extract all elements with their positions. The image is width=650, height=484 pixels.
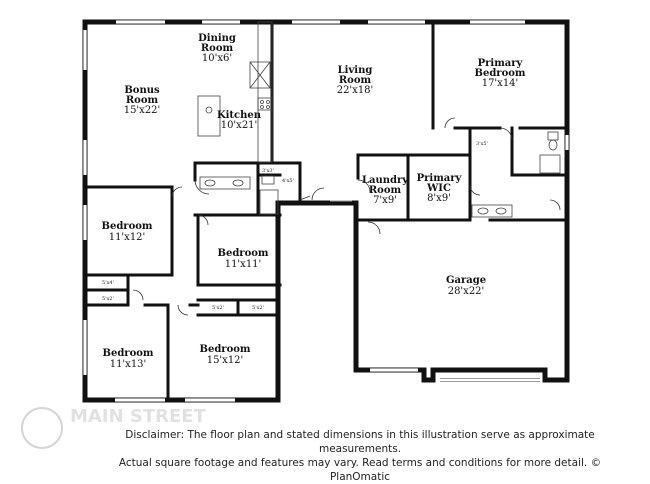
primary-bath-fixtures [471,131,561,218]
closet-label-4: 5'x2' [102,296,114,302]
window-frames [83,20,569,402]
dining-room-label-2: Room [201,43,234,54]
disclaimer-line-2: Actual square footage and features may v… [118,457,602,483]
primary-wic-label: Primary [417,173,463,184]
watermark-logo: MAIN STREET [20,398,250,458]
closet-label-5: 5'x2' [212,305,224,311]
exterior-walls [82,19,570,403]
front-entry [300,200,356,204]
disclaimer-line-1: Disclaimer: The floor plan and stated di… [125,429,595,455]
closet-label-3: 5'x4' [102,280,114,286]
bedroom-2-label: Bedroom [218,248,269,259]
laundry-room-dim: 7'x9' [373,195,397,206]
interior-walls [83,20,569,402]
closet-label-1: 3'x3' [262,168,274,174]
closet-label-6: 5'x2' [252,305,264,311]
bonus-room-label-2: Room [126,95,159,106]
bedroom-3-label: Bedroom [103,348,154,359]
primary-bedroom-dim: 17'x14' [482,78,519,89]
living-room-label-2: Room [339,75,372,86]
watermark-text: MAIN STREET [70,406,207,427]
bedroom-1-label: Bedroom [102,221,153,232]
closet-label-2: 4'x5' [282,178,294,184]
laundry-room-label: Laundry [362,175,409,186]
dining-room-dim: 10'x6' [202,53,232,64]
disclaimer: Disclaimer: The floor plan and stated di… [100,428,620,484]
closet-label-7: 3'x5' [476,141,488,147]
kitchen-fixtures [197,21,273,163]
living-room-label: Living [338,65,373,76]
kitchen-dim: 10'x21' [221,120,258,131]
living-room-dim: 22'x18' [337,85,374,96]
primary-wic-dim: 8'x9' [427,193,451,204]
primary-bedroom-label-2: Bedroom [475,68,526,79]
bonus-room-dim: 15'x22' [124,105,161,116]
primary-bedroom-label: Primary [478,58,524,69]
garage-dim: 28'x22' [448,286,485,297]
bedroom-4-label: Bedroom [200,344,251,355]
laundry-room-label-2: Room [369,185,402,196]
room-labels: Dining Room 10'x6' Bonus Room 15'x22' Ki… [102,33,526,370]
garage-label: Garage [446,275,486,286]
bedroom-3-dim: 11'x13' [110,359,147,370]
bedroom-2-dim: 11'x11' [225,259,262,270]
kitchen-label: Kitchen [217,110,262,121]
bedroom-1-dim: 11'x12' [109,232,146,243]
hall-bath-fixtures [199,175,279,215]
bedroom-4-dim: 15'x12' [207,355,244,366]
bonus-room-label: Bonus [124,85,160,96]
dining-room-label: Dining [198,33,236,44]
windows [83,20,569,402]
primary-wic-label-2: WIC [426,183,451,194]
doors [132,117,561,316]
floor-plan: Dining Room 10'x6' Bonus Room 15'x22' Ki… [82,19,570,403]
watermark-circle-icon [21,407,63,449]
